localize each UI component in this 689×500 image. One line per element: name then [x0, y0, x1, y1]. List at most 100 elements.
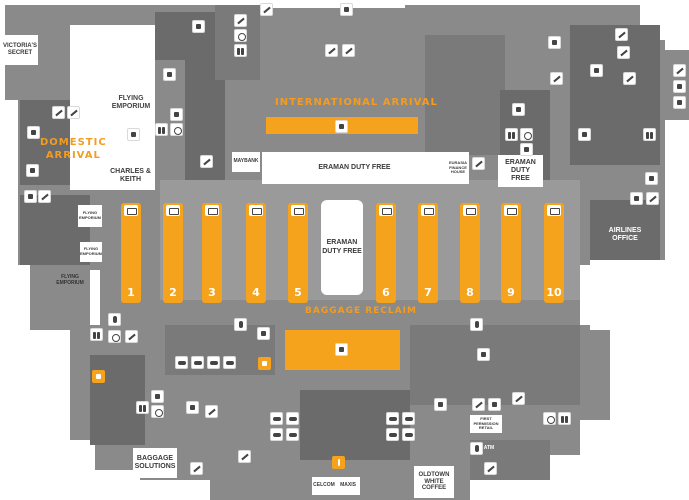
lift-icon[interactable] — [578, 128, 591, 141]
flying-emporium-top-shop[interactable]: FLYING EMPORIUM — [111, 94, 151, 110]
toilet-icon[interactable] — [136, 401, 149, 414]
eraman-duty-free-center-shop[interactable]: ERAMAN DUTY FREE — [321, 200, 363, 295]
prayer-room-icon[interactable] — [92, 370, 105, 383]
accessible-icon[interactable] — [543, 412, 556, 425]
accessible-icon[interactable] — [170, 123, 183, 136]
escalator-icon[interactable] — [125, 330, 138, 343]
escalator-icon[interactable] — [234, 14, 247, 27]
atm-shop[interactable]: ATM — [483, 445, 495, 452]
lift-icon[interactable] — [192, 20, 205, 33]
first-permission-shop[interactable]: FIRST PERMISSION RETAIL — [470, 415, 502, 433]
toilet-icon[interactable] — [643, 128, 656, 141]
baby-change-icon[interactable] — [520, 143, 533, 156]
phone-icon[interactable] — [470, 318, 483, 331]
baggage-solutions-shop[interactable]: BAGGAGE SOLUTIONS — [133, 448, 177, 478]
baggage-belt-9[interactable]: 9 — [501, 203, 521, 303]
escalator-icon[interactable] — [472, 398, 485, 411]
eraman-duty-free-right-shop[interactable]: ERAMAN DUTY FREE — [498, 155, 543, 187]
escalator-icon[interactable] — [472, 157, 485, 170]
escalator-icon[interactable] — [484, 462, 497, 475]
eurasia-finance-shop[interactable]: EURASIA FINANCE HOUSE — [447, 152, 469, 184]
rail-icon[interactable] — [402, 428, 415, 441]
phone-icon[interactable] — [470, 442, 483, 455]
baggage-belt-8[interactable]: 8 — [460, 203, 480, 303]
baby-change-icon[interactable] — [590, 64, 603, 77]
transfer-icon[interactable] — [434, 398, 447, 411]
bus-icon[interactable] — [402, 412, 415, 425]
escalator-icon[interactable] — [67, 106, 80, 119]
baggage-belt-5[interactable]: 5 — [288, 203, 308, 303]
lift-icon[interactable] — [548, 36, 561, 49]
escalator-icon[interactable] — [673, 64, 686, 77]
car-icon[interactable] — [386, 428, 399, 441]
escalator-icon[interactable] — [325, 44, 338, 57]
toilet-icon[interactable] — [558, 412, 571, 425]
escalator-icon[interactable] — [615, 28, 628, 41]
transfer-icon[interactable] — [335, 343, 348, 356]
accessible-icon[interactable] — [108, 330, 121, 343]
escalator-icon[interactable] — [190, 462, 203, 475]
bus-icon[interactable] — [286, 412, 299, 425]
escalator-icon[interactable] — [205, 405, 218, 418]
escalator-icon[interactable] — [342, 44, 355, 57]
lift-icon[interactable] — [673, 96, 686, 109]
oldtown-shop[interactable]: OLDTOWN WHITE COFFEE — [414, 466, 454, 498]
lift-icon[interactable] — [24, 190, 37, 203]
toilet-icon[interactable] — [234, 44, 247, 57]
transfer-icon[interactable] — [477, 348, 490, 361]
toilet-icon[interactable] — [505, 128, 518, 141]
escalator-icon[interactable] — [646, 192, 659, 205]
info-icon[interactable] — [673, 80, 686, 93]
customs-icon[interactable] — [163, 68, 176, 81]
taxi-icon[interactable] — [386, 412, 399, 425]
lift-icon[interactable] — [127, 128, 140, 141]
maybank-shop[interactable]: MAYBANK — [232, 152, 260, 172]
transfer-icon[interactable] — [335, 120, 348, 133]
escalator-icon[interactable] — [617, 46, 630, 59]
car-icon[interactable] — [270, 428, 283, 441]
baggage-icon[interactable] — [645, 172, 658, 185]
escalator-icon[interactable] — [260, 3, 273, 16]
victorias-secret-shop[interactable]: VICTORIA'S SECRET — [2, 35, 38, 65]
baggage-belt-3[interactable]: 3 — [202, 203, 222, 303]
escalator-icon[interactable] — [238, 450, 251, 463]
escalator-icon[interactable] — [512, 392, 525, 405]
phone-icon[interactable] — [108, 313, 121, 326]
small-shop-left2[interactable]: FLYING EMPORIUM — [80, 242, 102, 262]
lift-icon[interactable] — [488, 398, 501, 411]
trolley-icon[interactable] — [340, 3, 353, 16]
customs-icon[interactable] — [512, 103, 525, 116]
accessible-icon[interactable] — [234, 29, 247, 42]
prayer-room-icon[interactable] — [258, 357, 271, 370]
charles-keith-shop[interactable]: CHARLES & KEITH — [108, 166, 153, 186]
lift-icon[interactable] — [630, 192, 643, 205]
taxi-icon[interactable] — [175, 356, 188, 369]
baggage-belt-6[interactable]: 6 — [376, 203, 396, 303]
transfer-icon[interactable] — [257, 327, 270, 340]
escalator-icon[interactable] — [38, 190, 51, 203]
baggage-belt-2[interactable]: 2 — [163, 203, 183, 303]
bus-icon[interactable] — [191, 356, 204, 369]
toilet-icon[interactable] — [90, 328, 103, 341]
baby-change-icon[interactable] — [170, 108, 183, 121]
eraman-duty-free-top-shop[interactable]: ERAMAN DUTY FREE — [262, 152, 447, 184]
escalator-icon[interactable] — [52, 106, 65, 119]
accessible-icon[interactable] — [151, 405, 164, 418]
accessible-icon[interactable] — [520, 128, 533, 141]
baby-change-icon[interactable] — [27, 126, 40, 139]
airlines-office-shop[interactable]: AIRLINES OFFICE — [595, 215, 655, 255]
maxis-shop[interactable]: MAXIS — [336, 477, 360, 495]
baby-change-icon[interactable] — [186, 401, 199, 414]
baggage-icon[interactable] — [26, 164, 39, 177]
escalator-icon[interactable] — [200, 155, 213, 168]
rail-icon[interactable] — [286, 428, 299, 441]
baggage-belt-1[interactable]: 1 — [121, 203, 141, 303]
info-icon[interactable] — [332, 456, 345, 469]
rail-icon[interactable] — [223, 356, 236, 369]
escalator-icon[interactable] — [623, 72, 636, 85]
celcom-shop[interactable]: CELCOM — [312, 477, 336, 495]
car-icon[interactable] — [207, 356, 220, 369]
baggage-belt-10[interactable]: 10 — [544, 203, 564, 303]
taxi-icon[interactable] — [270, 412, 283, 425]
toilet-icon[interactable] — [155, 123, 168, 136]
